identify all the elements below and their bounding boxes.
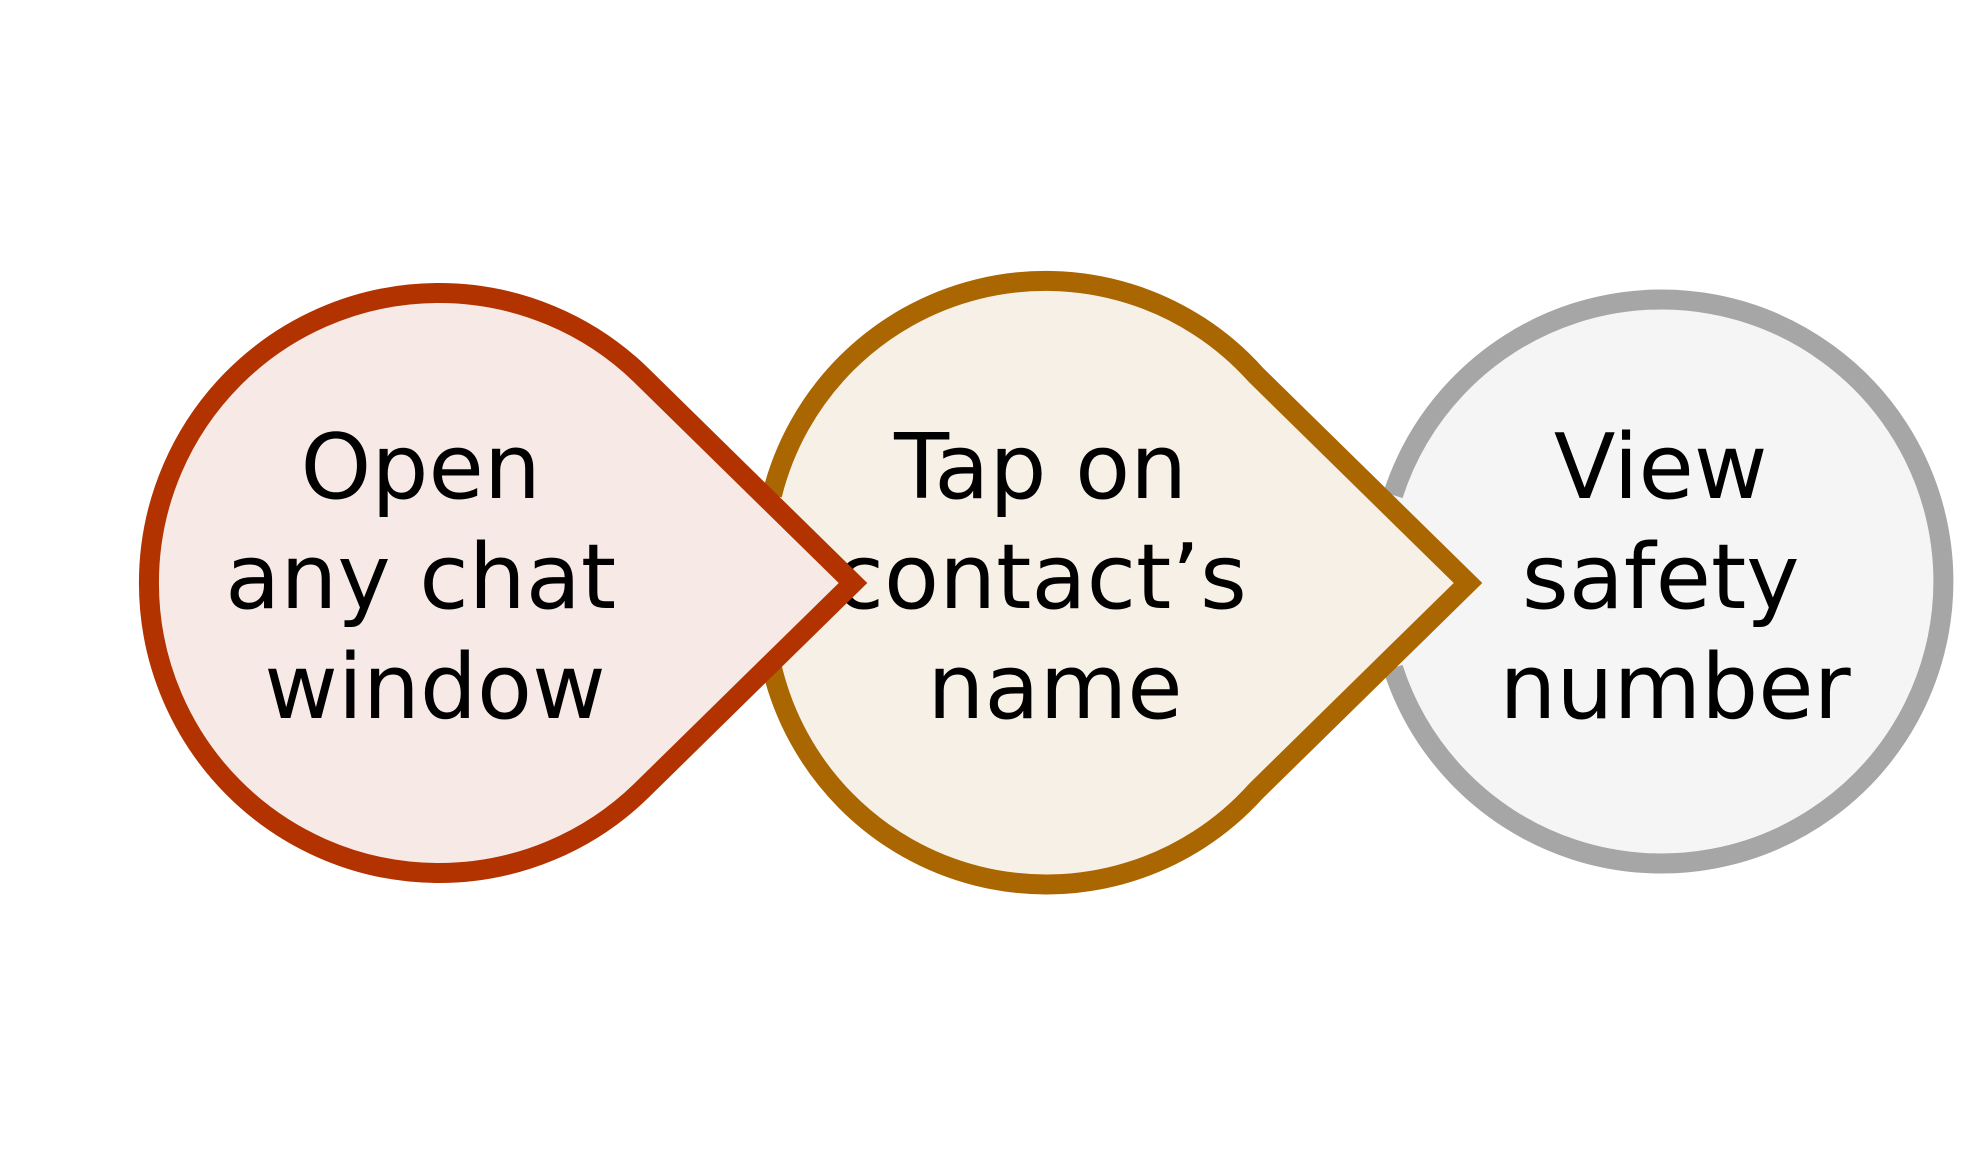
step-2-shape [762,270,1483,895]
step-2-line-1: Tap on [893,415,1187,520]
step-2-text: Tap on contact’s name [835,415,1276,740]
step-3: View safety number [1383,289,1954,874]
step-1-line-2: any chat [225,525,616,630]
step-3-line-2: safety [1522,525,1800,630]
step-2-line-2: contact’s [835,525,1247,630]
step-3-line-3: number [1499,635,1850,740]
step-1-shape [138,283,868,883]
step-1: Open any chat window [138,283,868,883]
step-3-line-1: View [1554,415,1768,520]
step-1-line-1: Open [301,415,541,520]
step-1-text: Open any chat window [225,415,645,740]
step-2-line-3: name [927,635,1182,740]
step-1-line-3: window [264,635,605,740]
step-2: Tap on contact’s name [762,270,1483,895]
step-3-text: View safety number [1499,415,1850,740]
step-3-shape [1383,289,1954,874]
